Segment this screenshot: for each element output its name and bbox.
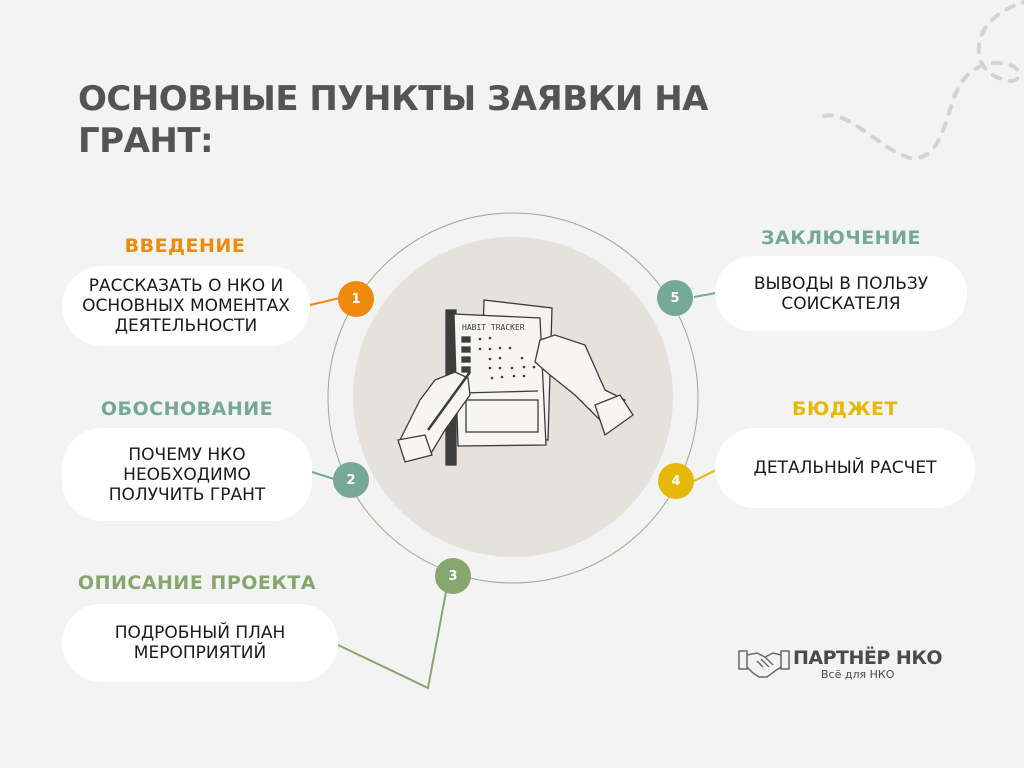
pill-conclusion: ВЫВОДЫ В ПОЛЬЗУ СОИСКАТЕЛЯ [715,256,967,331]
heading-conclusion: ЗАКЛЮЧЕНИЕ [761,227,921,249]
handshake-icon [738,650,790,678]
outer-ring [327,212,699,584]
logo-tagline: Всё для НКО [821,668,895,681]
pill-justification: ПОЧЕМУ НКО НЕОБХОДИМО ПОЛУЧИТЬ ГРАНТ [62,428,312,521]
pill-text: ВЫВОДЫ В ПОЛЬЗУ СОИСКАТЕЛЯ [753,273,929,314]
page-title: ОСНОВНЫЕ ПУНКТЫ ЗАЯВКИ НА ГРАНТ: [78,79,708,161]
pill-budget: ДЕТАЛЬНЫЙ РАСЧЕТ [715,428,975,508]
pill-text: РАССКАЗАТЬ О НКО И ОСНОВНЫХ МОМЕНТАХ ДЕЯ… [82,276,290,336]
pill-text: ПОЧЕМУ НКО НЕОБХОДИМО ПОЛУЧИТЬ ГРАНТ [108,444,266,505]
pill-introduction: РАССКАЗАТЬ О НКО И ОСНОВНЫХ МОМЕНТАХ ДЕЯ… [62,266,310,346]
pill-project-description: ПОДРОБНЫЙ ПЛАН МЕРОПРИЯТИЙ [62,604,338,682]
connector-2 [311,471,335,480]
connector-5 [693,292,717,298]
badge-3: 3 [435,558,471,594]
badge-5: 5 [657,280,693,316]
logo-name: ПАРТНЁР НКО [793,647,943,669]
heading-project-description: ОПИСАНИЕ ПРОЕКТА [77,572,317,594]
logo: ПАРТНЁР НКО Всё для НКО [737,645,943,685]
badge-2: 2 [333,462,369,498]
badge-4: 4 [658,463,694,499]
connector-3 [337,591,447,690]
heading-justification: ОБОСНОВАНИЕ [100,398,274,420]
decorative-dashed-line [822,0,1024,161]
heading-introduction: ВВЕДЕНИЕ [124,235,246,257]
habit-tracker-illustration: HABIT TRACKER [397,299,634,466]
connector-1 [309,297,341,306]
connector-4 [693,469,717,482]
heading-budget: БЮДЖЕТ [792,398,898,420]
svg-text:HABIT TRACKER: HABIT TRACKER [462,323,525,332]
badge-1: 1 [338,281,374,317]
pill-text: ДЕТАЛЬНЫЙ РАСЧЕТ [753,458,937,478]
pill-text: ПОДРОБНЫЙ ПЛАН МЕРОПРИЯТИЙ [114,623,286,663]
